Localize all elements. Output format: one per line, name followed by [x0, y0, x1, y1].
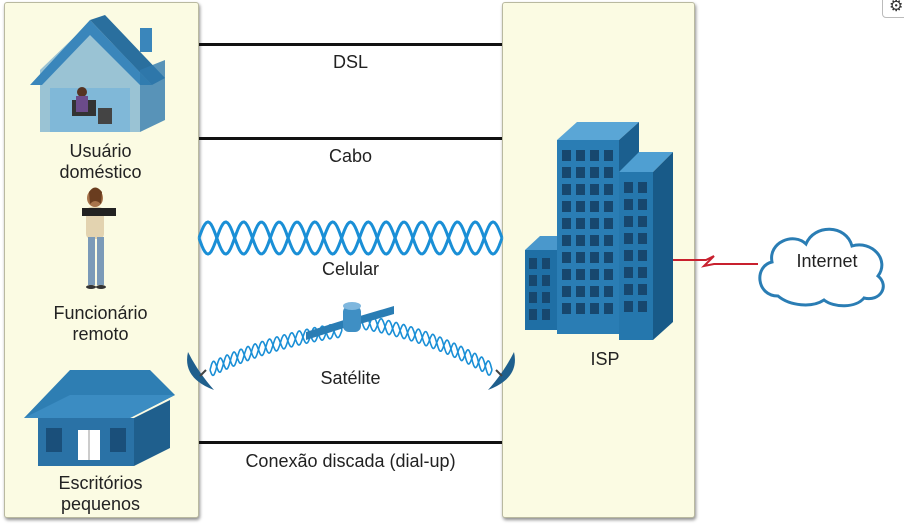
home-user-label-line2: doméstico [59, 162, 142, 182]
satellite-icon [306, 302, 394, 340]
isp-building-icon [525, 122, 673, 340]
small-office-building-icon [24, 370, 175, 466]
small-office-label-line2: pequenos [60, 494, 141, 514]
satellite-label: Satélite [320, 368, 381, 388]
remote-worker-label-line1: Funcionário [53, 303, 148, 323]
cellular-wave [197, 220, 504, 256]
home-user-label-line1: Usuário [69, 141, 132, 161]
cellular-label: Celular [321, 259, 380, 279]
remote-worker-label-line2: remoto [72, 324, 129, 344]
remote-worker-icon [82, 187, 116, 289]
isp-label: ISP [590, 349, 620, 369]
home-user-house-icon [30, 15, 165, 132]
isp-internet-link [673, 255, 758, 268]
cable-line [199, 137, 502, 140]
left-satellite-dish-icon [187, 352, 214, 390]
dialup-label: Conexão discada (dial-up) [245, 451, 456, 471]
internet-label: Internet [796, 251, 858, 271]
dsl-label: DSL [332, 52, 368, 72]
dialup-line [199, 441, 502, 444]
dsl-line [199, 43, 502, 46]
settings-icon[interactable]: ⚙ [882, 0, 904, 18]
right-satellite-dish-icon [488, 352, 515, 390]
small-office-label-line1: Escritórios [58, 473, 143, 493]
cable-label: Cabo [328, 146, 373, 166]
internet-cloud-icon [758, 227, 885, 308]
